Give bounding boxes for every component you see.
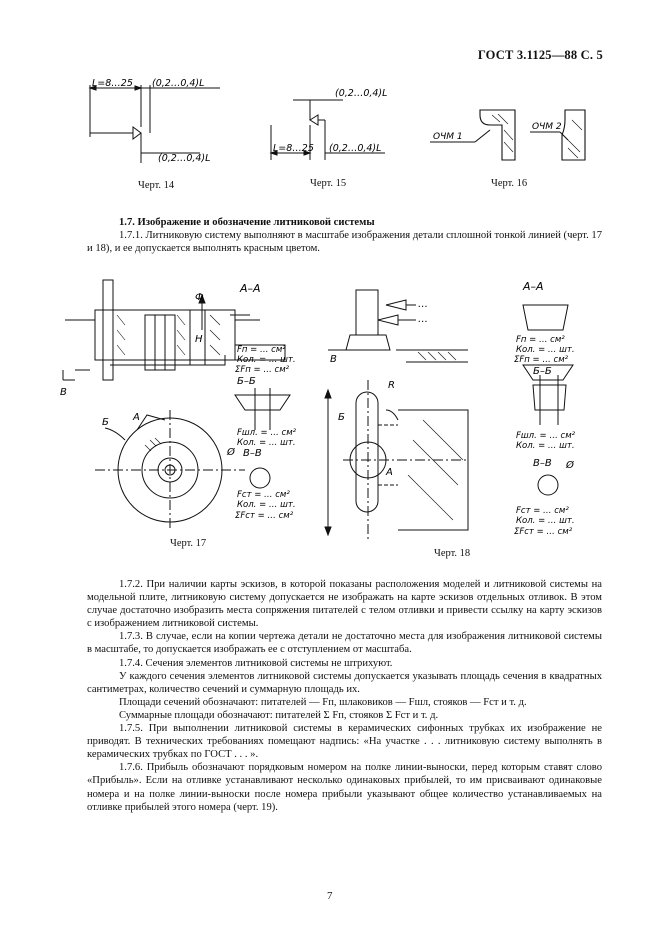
fig18-kol2: Кол. = … шт.	[516, 441, 575, 451]
fig18-sec-aa: А–А	[522, 280, 544, 293]
paragraph-1-7-2: 1.7.2. При наличии карты эскизов, в кото…	[87, 579, 602, 630]
fig18-sec-bb: Б–Б	[533, 366, 552, 377]
fig18-fshl: Fшл. = … см²	[516, 431, 576, 441]
fig17-fst: Fст = … см²	[237, 490, 290, 500]
fig15-dim-bottom: (0,2…0,4)L	[329, 143, 381, 154]
figure-14-caption: Черт. 14	[138, 180, 175, 191]
paragraph-section-area: У каждого сечения элементов литниковой с…	[87, 670, 602, 695]
section-1-7: 1.7. Изображение и обозначение литниково…	[87, 216, 602, 255]
figure-17-drawing: В Б А Ф Н Ø А–А Fп = … см² Кол. = … шт. …	[60, 279, 297, 530]
figure-15-caption: Черт. 15	[310, 178, 347, 189]
fig18-label-a: А	[385, 467, 393, 478]
fig17-kol1: Кол. = … шт.	[237, 355, 296, 365]
fig14-dim-bottom: (0,2…0,4)L	[158, 153, 210, 164]
fig18-label-r: R	[388, 380, 395, 391]
fig17-fp: Fп = … см²	[237, 345, 286, 355]
fig15-dim-l: L=8…25	[273, 143, 314, 154]
fig18-sec-vv: В–В	[533, 458, 552, 469]
paragraph-area-notation: Площади сечений обозначают: питателей — …	[119, 696, 527, 708]
fig16-label-2: ОЧМ 2	[532, 122, 562, 132]
figure-14-drawing: L=8…25 (0,2…0,4)L (0,2…0,4)L	[88, 78, 220, 164]
fig18-label-v: В	[330, 354, 337, 365]
paragraph-1-7-4: 1.7.4. Сечения элементов литниковой сист…	[119, 657, 393, 669]
fig14-dim-l: L=8…25	[92, 78, 133, 89]
paragraph-1-7-1: 1.7.1. Литниковую систему выполняют в ма…	[87, 230, 602, 255]
fig17-kol3: Кол. = … шт.	[237, 500, 296, 510]
paragraph-1-7-3: 1.7.3. В случае, если на копии чертежа д…	[87, 631, 602, 656]
fig17-label-n: Н	[195, 334, 203, 345]
fig15-dim-top: (0,2…0,4)L	[335, 88, 387, 99]
figure-15-drawing: (0,2…0,4)L L=8…25 (0,2…0,4)L	[269, 88, 387, 160]
figure-17-caption: Черт. 17	[170, 538, 207, 549]
fig17-label-b: Б	[102, 417, 109, 428]
paragraph-1-7-5: 1.7.5. При выполнении литниковой системы…	[87, 723, 602, 761]
fig17-sum-fp: ΣFп = … см²	[235, 365, 290, 375]
fig17-sum-fst: ΣFст = … см²	[235, 511, 294, 521]
fig17-phi: Ø	[226, 446, 236, 458]
fig18-fst: Fст = … см²	[516, 506, 569, 516]
paragraph-sum-notation: Суммарные площади обозначают: питателей …	[119, 709, 439, 721]
fig16-label-1: ОЧМ 1	[433, 132, 463, 142]
page-number: 7	[327, 890, 333, 902]
fig18-kol3: Кол. = … шт.	[516, 516, 575, 526]
fig17-sec-vv: В–В	[243, 448, 262, 459]
fig18-label-b: Б	[338, 412, 345, 423]
fig18-sum-fst: ΣFст = … см²	[514, 527, 573, 537]
figure-16-caption: Черт. 16	[491, 178, 528, 189]
fig17-label-a: А	[132, 412, 140, 423]
fig18-fp: Fп = … см²	[516, 335, 565, 345]
figure-18-drawing: … … В R Б А Ø А–А Fп = … см² Кол. = … шт…	[324, 280, 576, 540]
figure-18-caption: Черт. 18	[434, 548, 471, 559]
page-header: ГОСТ 3.1125—88 С. 5	[477, 48, 603, 62]
fig18-sum-fp: ΣFп = … см²	[514, 355, 569, 365]
fig14-dim-top: (0,2…0,4)L	[152, 78, 204, 89]
paragraph-1-7-6: 1.7.6. Прибыль обозначают порядковым ном…	[87, 762, 602, 813]
fig17-label-v: В	[60, 387, 67, 398]
figure-16-drawing: ОЧМ 1 ОЧМ 2	[430, 109, 586, 161]
fig17-label-f: Ф	[195, 292, 204, 303]
section-heading: 1.7. Изображение и обозначение литниково…	[119, 217, 375, 228]
fig18-dots-1: …	[418, 299, 428, 310]
fig18-dots-2: …	[418, 314, 428, 325]
fig17-sec-bb: Б–Б	[237, 376, 256, 387]
fig17-kol2: Кол. = … шт.	[237, 438, 296, 448]
fig18-phi: Ø	[565, 459, 575, 471]
fig18-kol1: Кол. = … шт.	[516, 345, 575, 355]
body-text: 1.7.2. При наличии карты эскизов, в кото…	[87, 578, 602, 814]
fig17-fshl: Fшл. = … см²	[237, 428, 297, 438]
fig17-sec-aa: А–А	[239, 282, 261, 295]
